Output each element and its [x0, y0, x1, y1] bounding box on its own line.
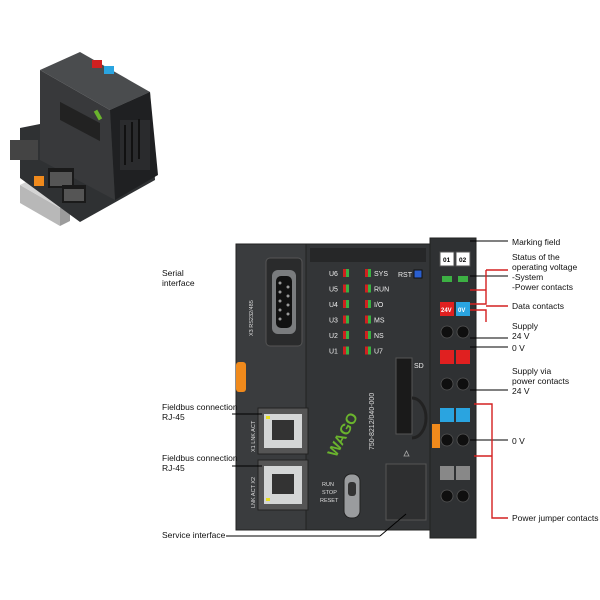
label-power-jumper: Power jumper contacts: [512, 513, 599, 523]
status-led-left: [343, 284, 349, 293]
led-label-right: NS: [374, 333, 384, 340]
serial-port: [265, 257, 303, 347]
sd-cover: [411, 396, 428, 440]
terminal-0v-label: 0V: [458, 308, 465, 314]
led-label-left: U3: [329, 318, 338, 325]
terminal-strip: [429, 237, 477, 539]
leader-lines-black: [226, 240, 508, 537]
label-power-0v: 0 V: [512, 436, 525, 446]
status-led-left: [343, 269, 349, 277]
led-label-right: U7: [374, 349, 383, 356]
sd-slot: [395, 357, 413, 435]
model-number: 750-8212/040-000: [369, 393, 376, 450]
sd-label: SD: [414, 363, 424, 370]
housing-top-strip: [310, 248, 426, 262]
status-led-left: [343, 315, 349, 324]
rst-label: RST: [398, 272, 413, 279]
run-switch-label-stop: STOP: [322, 490, 337, 496]
label-supply-24v: Supply 24 V: [512, 321, 538, 341]
terminal-24v-label: 24V: [441, 308, 452, 314]
led-label-right: RUN: [374, 287, 389, 294]
led-panel: U6 SYS U5 RUN U4 I/O U3 MS U2 NS U1 U7: [329, 269, 389, 356]
status-led-right: [365, 300, 371, 308]
led-label-right: SYS: [374, 271, 388, 278]
ethernet-port-2: [257, 459, 309, 511]
photo-housing: [10, 52, 158, 222]
status-led-left: [343, 300, 349, 308]
run-switch-label-reset: RESET: [320, 498, 339, 504]
label-status-voltage: Status of the operating voltage -System …: [512, 252, 578, 292]
label-serial-interface: Serial interface: [162, 268, 195, 288]
label-service-interface: Service interface: [162, 530, 226, 540]
status-led-right: [365, 346, 371, 355]
led-label-left: U6: [329, 271, 338, 278]
serial-port-text: X3 RS232/485: [249, 300, 255, 336]
led-label-right: I/O: [374, 302, 384, 309]
label-marking-field: Marking field: [512, 237, 561, 247]
led-label-left: U1: [329, 349, 338, 356]
status-led-right: [365, 269, 371, 277]
label-supply-0v: 0 V: [512, 343, 525, 353]
label-fieldbus-2: Fieldbus connection RJ-45: [162, 453, 238, 473]
led-label-right: MS: [374, 318, 385, 325]
leader-lines-red: [470, 269, 508, 519]
led-label-left: U5: [329, 287, 338, 294]
label-fieldbus-1: Fieldbus connection RJ-45: [162, 402, 238, 422]
status-led-left: [343, 346, 349, 355]
warning-triangle: [403, 450, 410, 457]
led-label-left: U2: [329, 333, 338, 340]
label-supply-power-contacts: Supply via power contacts 24 V: [512, 366, 570, 396]
label-data-contacts: Data contacts: [512, 301, 564, 311]
status-led-right: [365, 284, 371, 293]
terminal-02-label: 02: [459, 257, 467, 264]
eth1-text: X1 LNK ACT: [251, 420, 257, 452]
orange-latch: [236, 362, 246, 392]
run-switch-label-run: RUN: [322, 482, 334, 488]
status-led-right: [365, 331, 371, 339]
status-led-right: [365, 315, 371, 324]
eth2-text: LNK ACT X2: [251, 477, 257, 508]
terminal-01-label: 01: [443, 257, 451, 264]
ethernet-port-1: [257, 407, 309, 455]
run-stop-switch[interactable]: [343, 473, 361, 519]
service-door[interactable]: [385, 463, 427, 521]
reset-button[interactable]: [413, 269, 423, 279]
status-led-left: [343, 331, 349, 339]
led-label-left: U4: [329, 302, 338, 309]
